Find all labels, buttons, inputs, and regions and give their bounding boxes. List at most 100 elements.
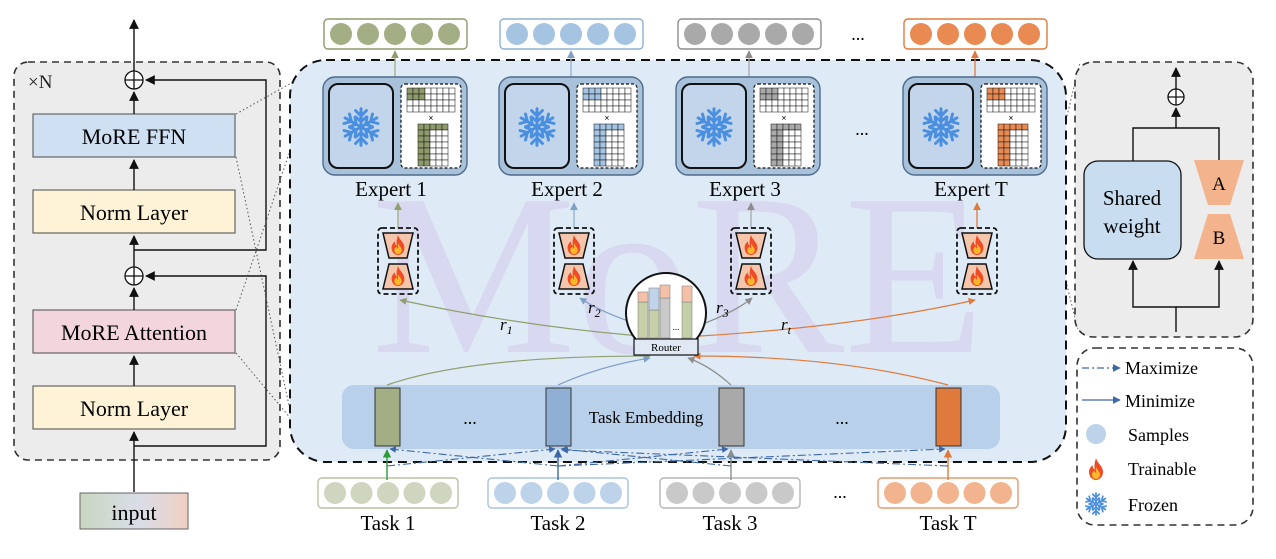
task-sample-circle [520,482,543,504]
task-embedding-1 [374,387,401,447]
task-sample-circle [324,482,346,504]
task-sample-circle [937,482,959,504]
task-sample-circle [719,482,741,504]
more-attention-label: MoRE Attention [61,320,207,345]
task-embedding-label: Task Embedding [589,408,704,427]
embedding-ellipsis-2: ... [835,408,849,428]
expert-label: Expert 1 [355,177,427,201]
task-sample-circle [666,482,688,504]
output-sample-circle [506,23,528,45]
task-embedding-2 [545,387,572,447]
task-embedding-bar [342,385,1000,449]
task-label: Task T [919,511,976,535]
more-layer: MoRE Task Embedding ... ... r1 r2 r3 rt [289,18,1067,463]
output-sample-circle [614,23,636,45]
task-ellipsis: ... [833,482,847,502]
task-sample-circle [884,482,906,504]
legend-container [1076,347,1254,526]
output-sample-circle [533,23,555,45]
legend: Maximize Minimize Samples Trainable Froz… [1076,347,1254,526]
trainable-lora-block [730,227,772,295]
tasks: Task 1 Task 2 Task 3 Task T [317,477,1019,535]
router: ... Router [625,272,707,356]
lora-a-block [1194,160,1244,205]
norm-layer-bottom-block [32,385,236,430]
task-sample-circle [494,482,516,504]
task-2: Task 2 [487,477,629,535]
more-ffn-label: MoRE FFN [82,124,187,149]
expert-ellipsis: ... [855,119,869,139]
output-sample-circle [711,23,733,45]
svg-text:×: × [781,113,786,123]
route-label-3: r3 [716,298,729,320]
task-embedding-3 [718,387,745,447]
task-sample-circle [547,482,569,504]
task-sample-circle [692,482,715,504]
task-embedding-t [935,387,962,447]
experts: × Expert 1 × Expert 2 × Expert 3 × Expert T [322,18,1048,295]
task-sample-circle [573,482,596,504]
svg-text:×: × [1008,113,1013,123]
output-sample-circle [991,23,1013,45]
svg-text:×: × [604,113,609,123]
lora-b-block [1194,214,1244,259]
task-sample-circle [403,482,426,504]
task-sample-circle [963,482,986,504]
embedding-ellipsis-1: ... [463,408,477,428]
task-3: Task 3 [659,477,801,535]
trainable-lora-block [553,227,595,295]
trainable-lora-block [956,227,998,295]
output-sample-circle [438,23,460,45]
output-sample-circle [684,23,706,45]
output-sample-circle [560,23,582,45]
route-label-t: rt [781,315,792,337]
trainable-lora-block [377,227,419,295]
task-label: Task 2 [530,511,585,535]
task-sample-circle [745,482,768,504]
expert-label: Expert 2 [531,177,603,201]
output-sample-circle [357,23,379,45]
shared-weight-label-line2: weight [1103,214,1160,238]
output-sample-circle [330,23,352,45]
task-label: Task 3 [702,511,757,535]
more-attention-block [32,309,236,354]
expert-3: × Expert 3 [675,18,822,295]
expert-4: × Expert T [902,18,1048,295]
task-sample-circle [910,482,933,504]
more-ffn-block [32,113,236,158]
task-sample-circle [990,482,1012,504]
more-layer-container [289,59,1067,463]
output-sample-circle [792,23,814,45]
task-4: Task T [877,477,1019,535]
output-sample-circle [937,23,959,45]
legend-trainable: Trainable [1128,459,1196,479]
norm-layer-top-label: Norm Layer [80,200,189,225]
shared-weight-label-line1: Shared [1103,186,1162,210]
task-1: Task 1 [317,477,459,535]
router-label: Router [651,342,681,354]
expert-label: Expert 3 [709,177,781,201]
norm-layer-bottom-label: Norm Layer [80,396,189,421]
lora-a-label: A [1212,174,1226,195]
samples-circle-icon [1086,424,1106,444]
expert-1: × Expert 1 [322,18,468,295]
repeat-count-label: ×N [28,72,53,93]
transformer-block: ×N MoRE FFN Norm Layer MoRE Attention No… [13,19,281,530]
route-label-1: r1 [500,315,513,337]
output-sample-circle [964,23,986,45]
output-sample-circle [1018,23,1040,45]
input-label: input [111,500,156,525]
output-sample-circle [738,23,760,45]
lora-detail-panel: Shared weight A B [1074,61,1254,338]
legend-frozen: Frozen [1128,495,1178,515]
lora-b-label: B [1213,228,1226,249]
expert-2: × Expert 2 [498,18,644,295]
legend-samples: Samples [1128,425,1189,445]
output-sample-circle [765,23,787,45]
expert-label: Expert T [934,177,1008,201]
route-label-2: r2 [588,298,601,320]
svg-text:×: × [428,113,433,123]
task-sample-circle [377,482,399,504]
